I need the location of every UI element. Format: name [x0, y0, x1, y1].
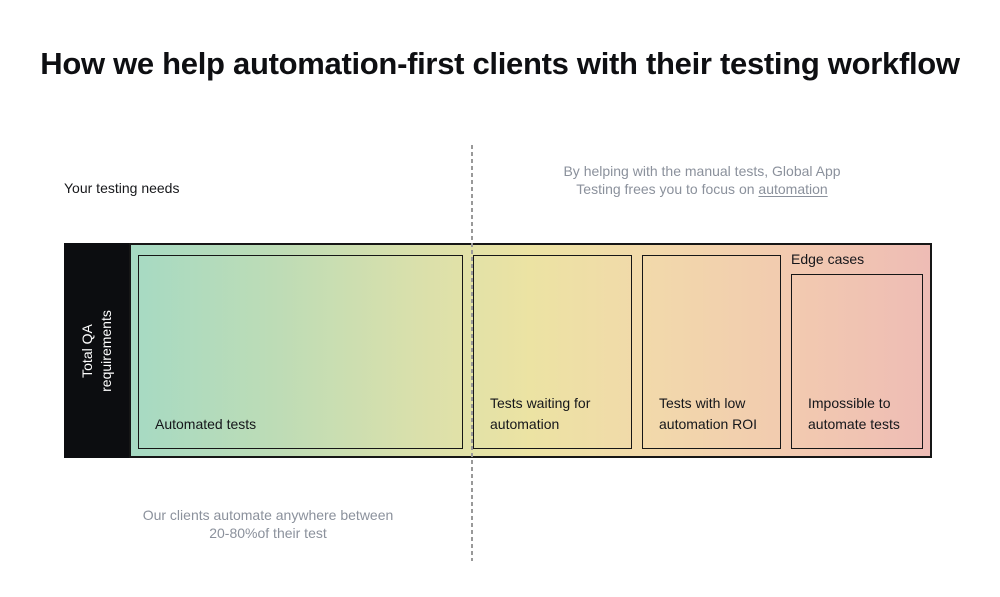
- total-qa-label-line1: Total QA: [78, 323, 95, 378]
- your-testing-needs-caption: Your testing needs: [64, 180, 180, 196]
- gradient-area: [129, 243, 932, 458]
- title-pre: How we help: [40, 46, 234, 81]
- bottom-note-line1: Our clients automate anywhere between: [142, 507, 394, 523]
- title-highlight: automation-first: [233, 46, 465, 81]
- edge-cases-label: Edge cases: [791, 251, 865, 267]
- segment-label: Tests with low automation ROI: [659, 395, 758, 432]
- total-qa-label: Total QA requirements: [78, 310, 116, 392]
- right-note-line1: By helping with the manual tests, Global…: [563, 163, 841, 179]
- segment-impossible-to-automate: Impossible to automate tests: [791, 274, 923, 449]
- automation-link[interactable]: automation: [758, 180, 828, 197]
- segment-tests-waiting-for-automation: Tests waiting for automation: [473, 255, 632, 449]
- segment-label: Impossible to automate tests: [808, 395, 900, 432]
- divider-dashed-line: [471, 145, 473, 561]
- total-qa-label-line2: requirements: [97, 309, 114, 392]
- right-note-line2-prefix: Testing frees you to focus on: [576, 180, 759, 197]
- bottom-note: Our clients automate anywhere between 20…: [68, 507, 468, 542]
- right-note: By helping with the manual tests, Global…: [502, 163, 902, 198]
- segment-tests-low-automation-roi: Tests with low automation ROI: [642, 255, 781, 449]
- qa-requirements-bar: Total QA requirements Automated tests Te…: [64, 243, 932, 458]
- segment-label: Automated tests: [155, 416, 257, 432]
- segment-automated-tests: Automated tests: [138, 255, 463, 449]
- total-qa-block: Total QA requirements: [64, 243, 129, 458]
- page-title: How we help automation-first clients wit…: [0, 44, 1000, 84]
- segment-label: Tests waiting for automation: [490, 395, 591, 432]
- bottom-note-line2: 20-80%of their test: [209, 524, 327, 541]
- title-post: clients with their testing workflow: [464, 46, 960, 81]
